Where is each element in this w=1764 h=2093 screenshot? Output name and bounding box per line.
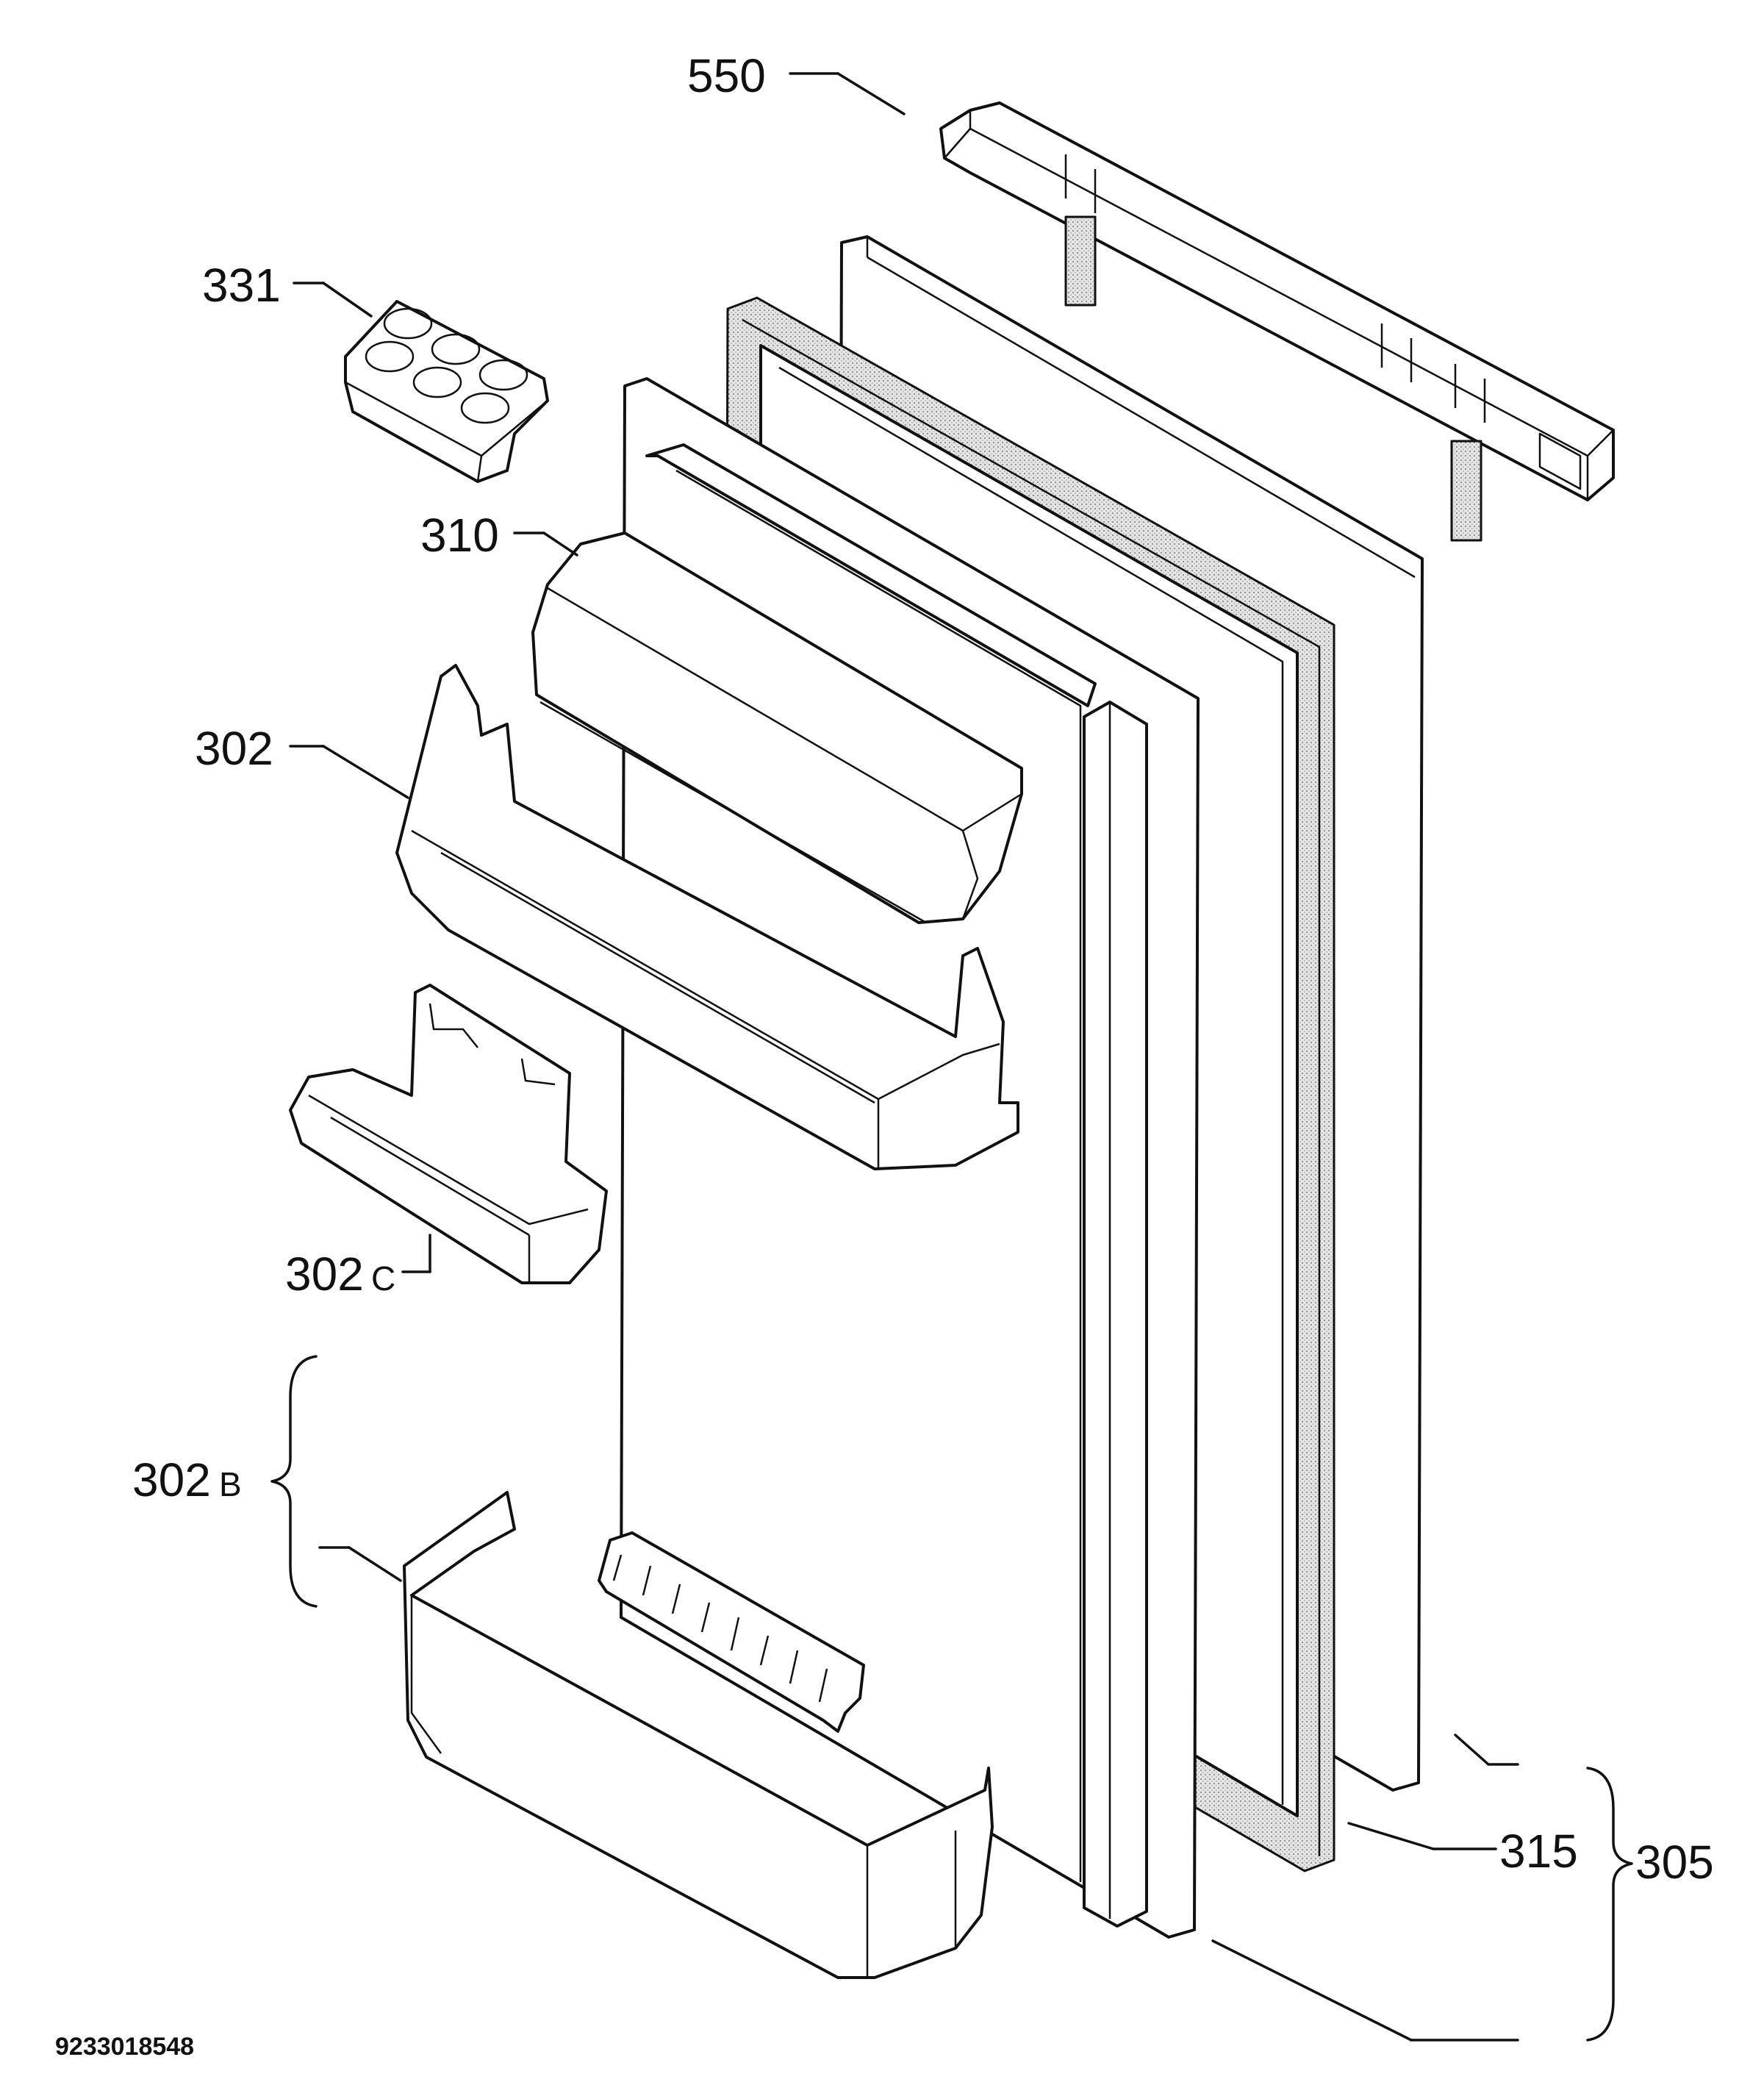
label-331: 331 [202,259,281,312]
egg-tray-331 [344,300,549,483]
bottle-shelf-302b [403,1491,994,1979]
dairy-flap-310 [531,532,1023,924]
brace-302b [270,1355,318,1608]
small-shelf-302c [289,984,608,1284]
label-310: 310 [420,509,499,562]
label-302b-suffix: B [219,1465,242,1503]
hinge-cover-550 [939,101,1615,542]
document-number: 9233018548 [55,2033,194,2061]
label-302c-suffix: C [371,1259,395,1298]
hinge-pin-right [1450,440,1482,542]
label-550: 550 [687,49,766,102]
label-302b: 302 [132,1453,211,1506]
brace-305 [1586,1767,1633,2042]
hinge-pin-left [1064,215,1097,307]
door-shelf-302 [395,664,1019,1170]
label-302: 302 [195,722,273,775]
label-305: 305 [1635,1836,1714,1889]
label-315: 315 [1499,1825,1578,1878]
label-302c: 302 [285,1248,364,1300]
